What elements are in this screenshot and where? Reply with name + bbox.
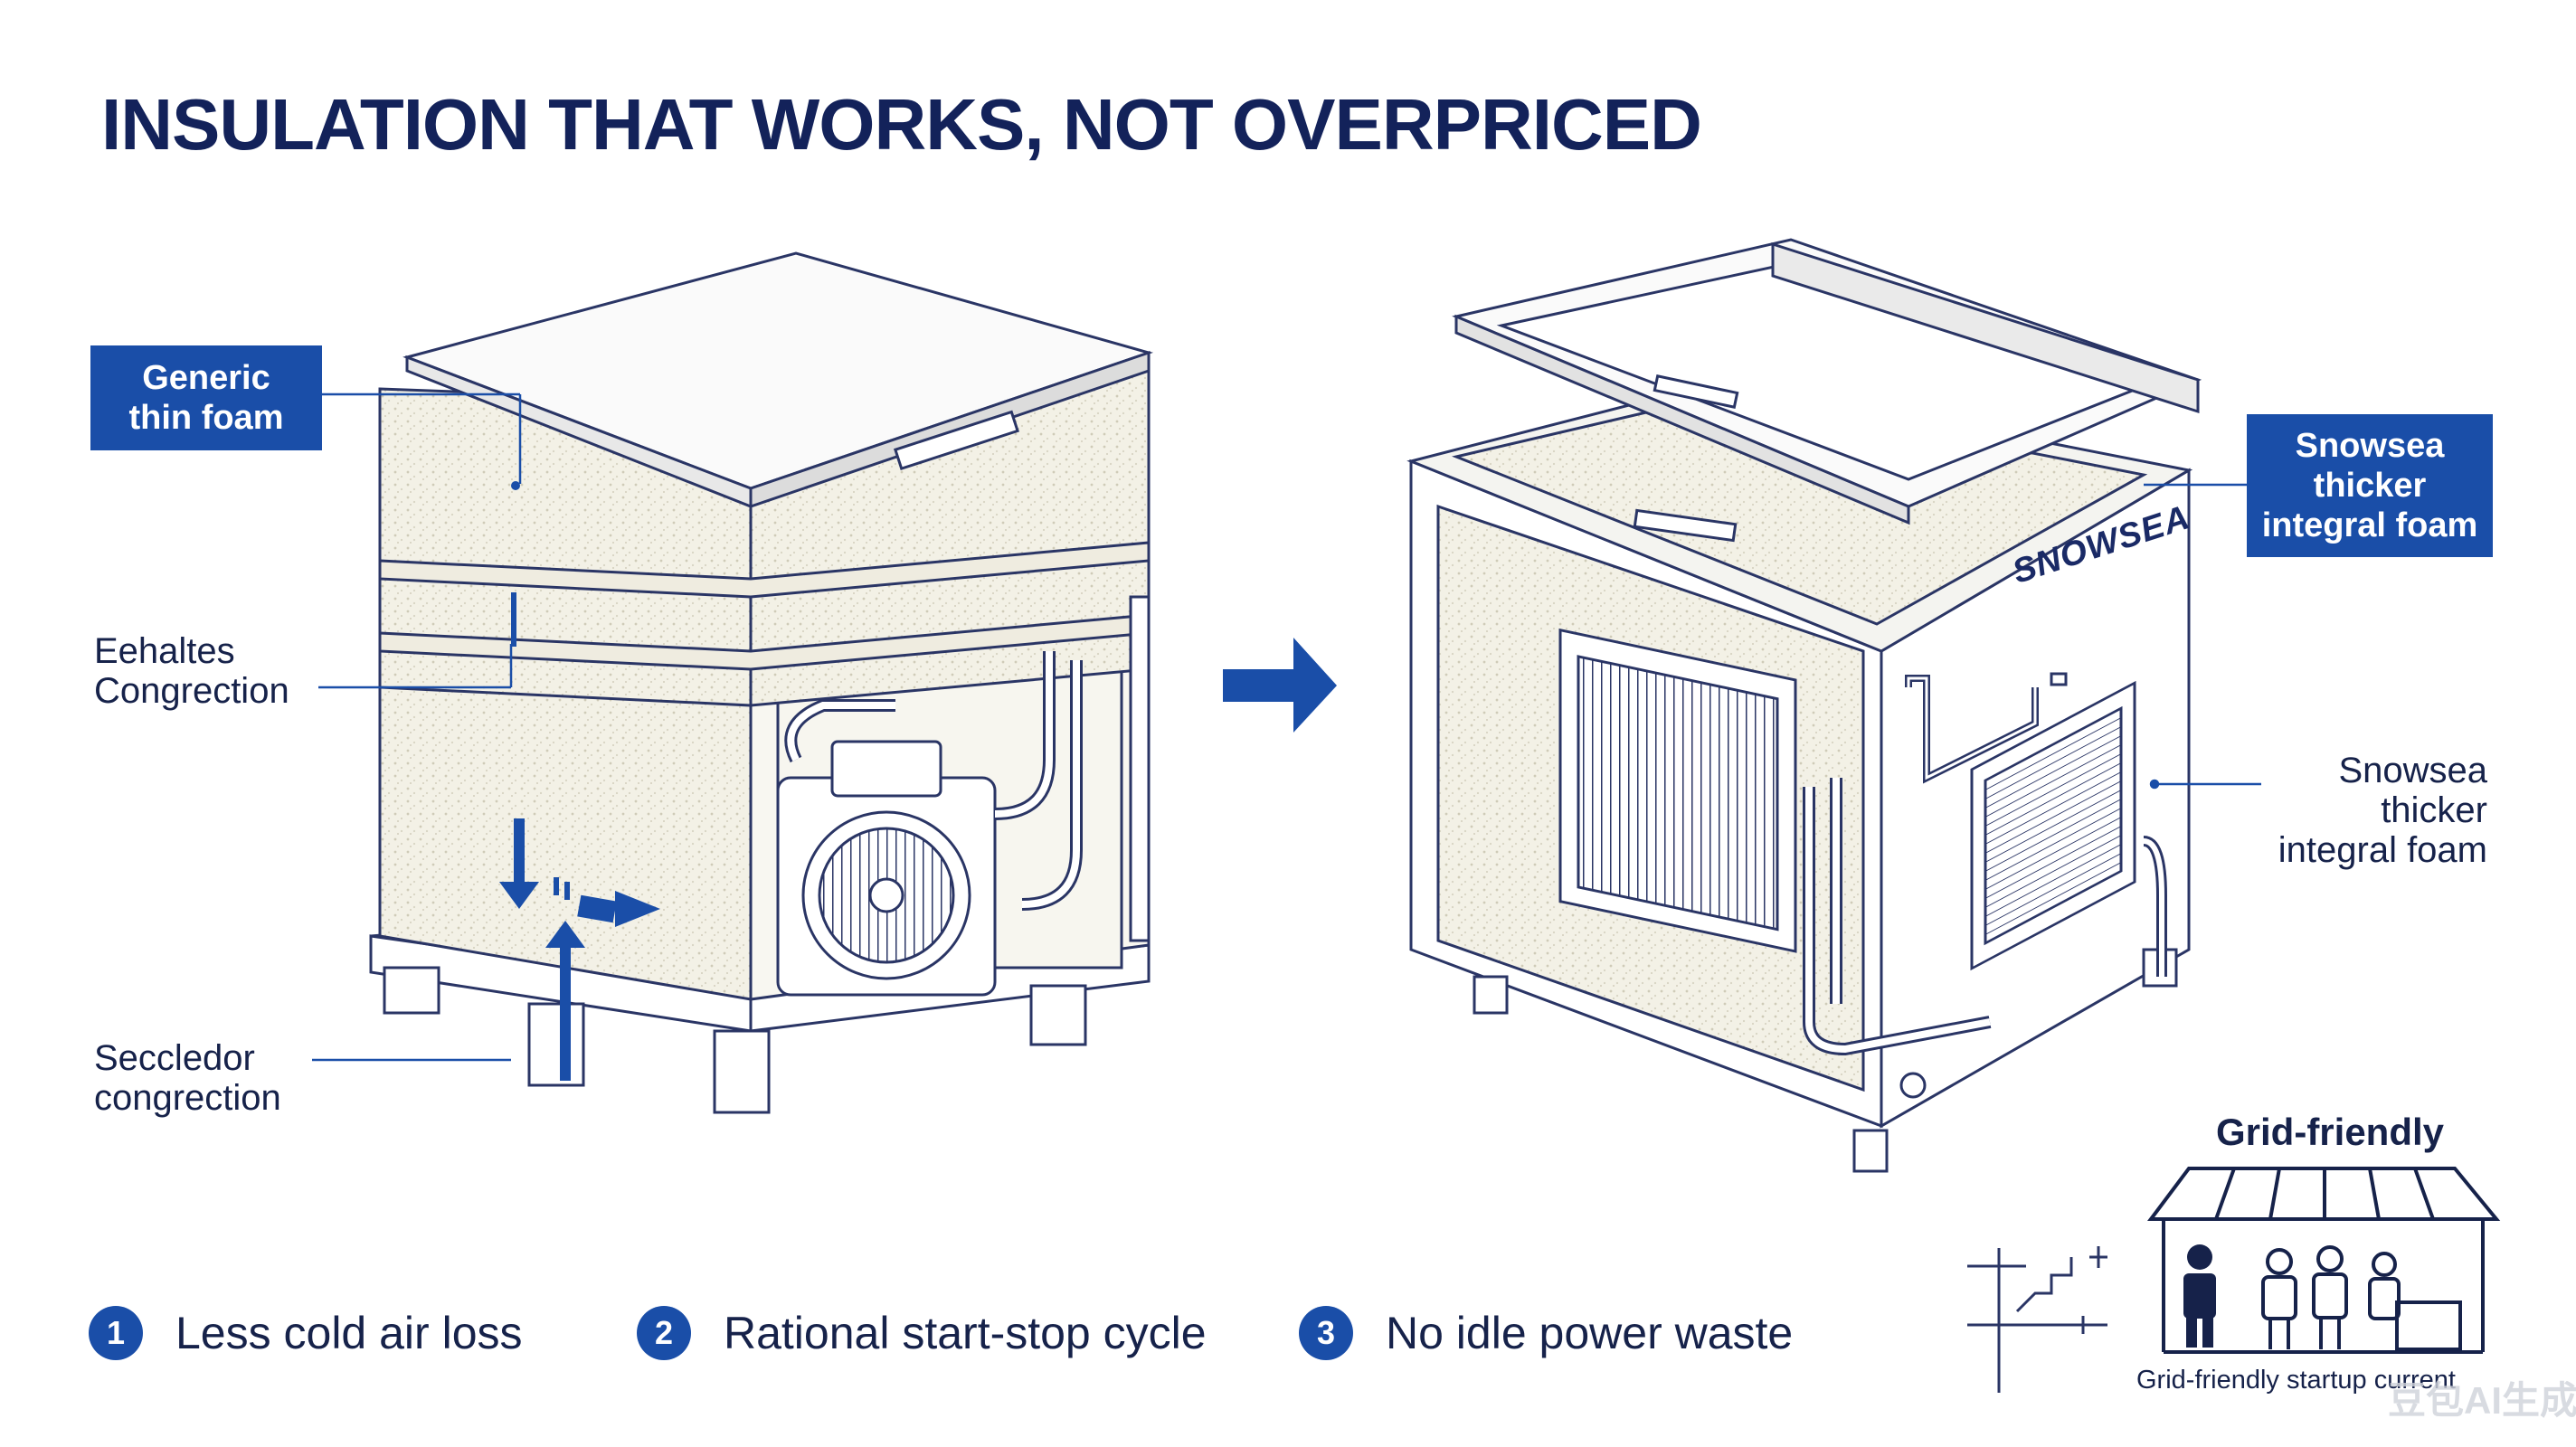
label-line: congrection: [94, 1078, 281, 1118]
transition-arrow: [1223, 638, 1337, 733]
generic-thin-foam-tag: Generic thin foam: [90, 345, 322, 450]
label-line: Eehaltes: [94, 631, 235, 671]
benefit-2: 2 Rational start-stop cycle: [637, 1299, 1207, 1367]
label-line: Congrection: [94, 671, 289, 711]
tag-line: thicker: [2313, 467, 2427, 505]
cold-loss-arrows: [499, 481, 660, 1081]
tag-line: integral foam: [2261, 506, 2478, 544]
snowsea-freezer-body: [1406, 238, 2202, 1173]
compressor-unit: [776, 595, 1151, 997]
benefit-1: 1 Less cold air loss: [89, 1299, 523, 1367]
grid-friendly-title: Grid-friendly: [2216, 1111, 2445, 1153]
benefit-text: No idle power waste: [1386, 1308, 1794, 1358]
benefit-number: 1: [89, 1306, 143, 1360]
benefit-text: Less cold air loss: [175, 1308, 523, 1358]
right-label: Snowsea thicker integral foam: [2234, 751, 2487, 870]
tag-line: Generic: [142, 359, 270, 397]
benefit-3: 3 No idle power waste: [1299, 1299, 1793, 1367]
tag-line: thin foam: [128, 399, 284, 437]
benefit-text: Rational start-stop cycle: [724, 1308, 1207, 1358]
label-line: Snowsea: [2338, 751, 2487, 790]
ai-watermark: 豆包AI生成: [2388, 1379, 2576, 1422]
grid-friendly-caption: Grid-friendly startup current: [2136, 1366, 2456, 1395]
right-leader-lines: [2144, 483, 2261, 790]
left-leader-lines: [312, 392, 522, 1062]
left-label-lower: Seccledor congrection: [94, 1038, 281, 1118]
label-line: Seccledor: [94, 1038, 255, 1078]
page-title: INSULATION THAT WORKS, NOT OVERPRICED: [101, 84, 1702, 165]
startup-current-chart-icon: [1967, 1246, 2107, 1393]
snowsea-thicker-foam-tag: Snowsea thicker integral foam: [2247, 414, 2493, 557]
lid-stack: [378, 251, 1154, 707]
benefit-number: 3: [1299, 1306, 1353, 1360]
tag-line: Snowsea: [2295, 427, 2445, 465]
label-line: integral foam: [2278, 830, 2487, 870]
grid-friendly-stall-icon: [2147, 1167, 2501, 1354]
left-label-upper: Eehaltes Congrection: [94, 631, 289, 711]
benefit-number: 2: [637, 1306, 691, 1360]
label-line: thicker: [2381, 790, 2487, 830]
